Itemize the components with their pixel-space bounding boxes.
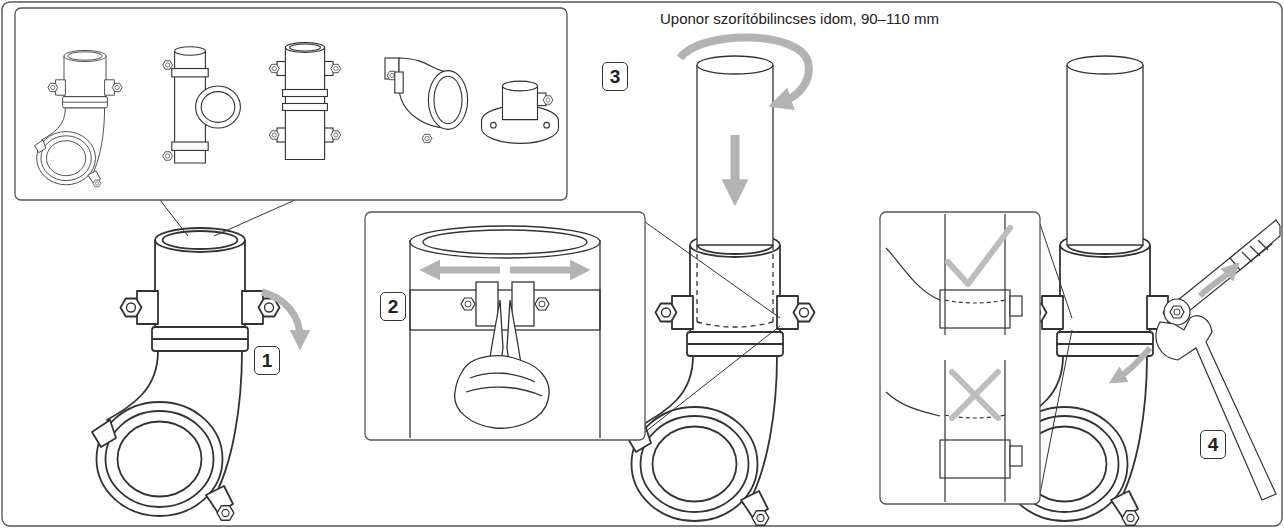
rotation-arrow bbox=[1118, 348, 1150, 378]
leader-line bbox=[160, 200, 295, 236]
fitting-types-inset bbox=[15, 8, 567, 200]
torque-wrench bbox=[1164, 220, 1280, 325]
callout-number: 4 bbox=[1200, 430, 1226, 459]
callout-number-text: 4 bbox=[1208, 435, 1219, 454]
check-inset bbox=[880, 212, 1040, 504]
elbow-fitting bbox=[627, 233, 815, 525]
push-arrow bbox=[731, 135, 740, 190]
leader-line bbox=[645, 222, 780, 432]
callout-number: 3 bbox=[602, 62, 628, 91]
diagram-title: Uponor szorítóbilincses idom, 90–110 mm bbox=[658, 10, 941, 27]
pliers-inset bbox=[365, 212, 645, 440]
callout-number: 1 bbox=[254, 346, 280, 375]
callout-number-text: 1 bbox=[262, 351, 273, 370]
callout-number: 2 bbox=[380, 292, 406, 321]
rotation-arrow bbox=[262, 292, 300, 338]
leader-line bbox=[1040, 224, 1072, 494]
elbow-fitting bbox=[92, 228, 280, 520]
rotation-arrow bbox=[680, 37, 809, 102]
open-end-wrench bbox=[1156, 316, 1276, 500]
pipe bbox=[1067, 56, 1143, 245]
callout-number-text: 3 bbox=[610, 67, 621, 86]
callout-number-text: 2 bbox=[388, 297, 399, 316]
rotation-arrow bbox=[1200, 270, 1232, 296]
